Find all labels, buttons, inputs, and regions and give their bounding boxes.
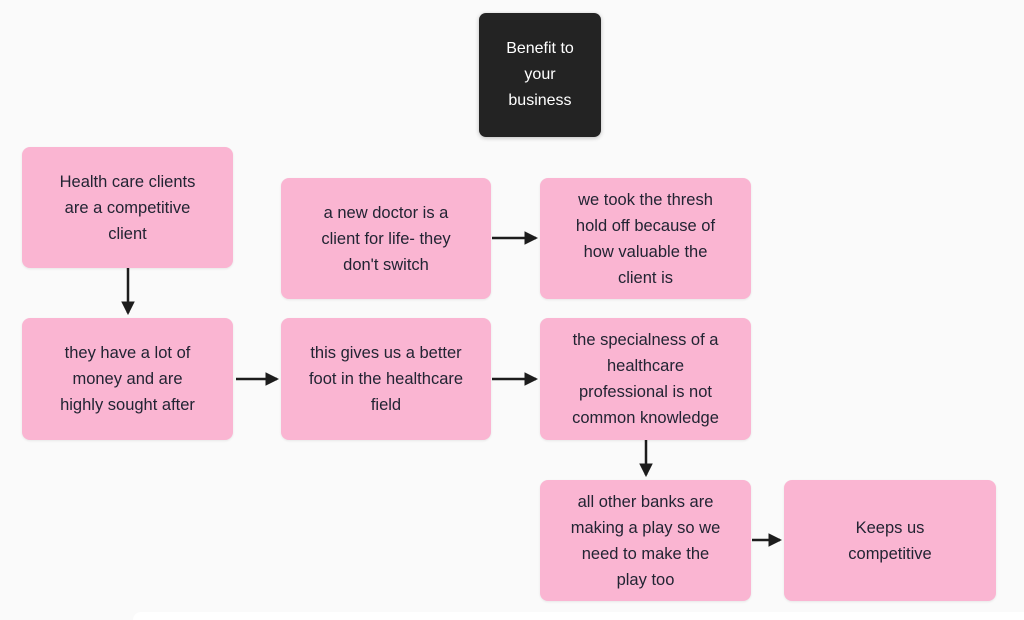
node-health-care-clients[interactable]: Health care clients are a competitive cl… — [22, 147, 233, 268]
bottom-panel-edge — [133, 612, 1024, 620]
node-new-doctor[interactable]: a new doctor is a client for life- they … — [281, 178, 491, 299]
node-lot-of-money[interactable]: they have a lot of money and are highly … — [22, 318, 233, 440]
node-other-banks[interactable]: all other banks are making a play so we … — [540, 480, 751, 601]
node-threshold-off[interactable]: we took the thresh hold off because of h… — [540, 178, 751, 299]
node-benefit-to-business[interactable]: Benefit to your business — [479, 13, 601, 137]
node-specialness[interactable]: the specialness of a healthcare professi… — [540, 318, 751, 440]
node-better-foot[interactable]: this gives us a better foot in the healt… — [281, 318, 491, 440]
node-keeps-competitive[interactable]: Keeps us competitive — [784, 480, 996, 601]
